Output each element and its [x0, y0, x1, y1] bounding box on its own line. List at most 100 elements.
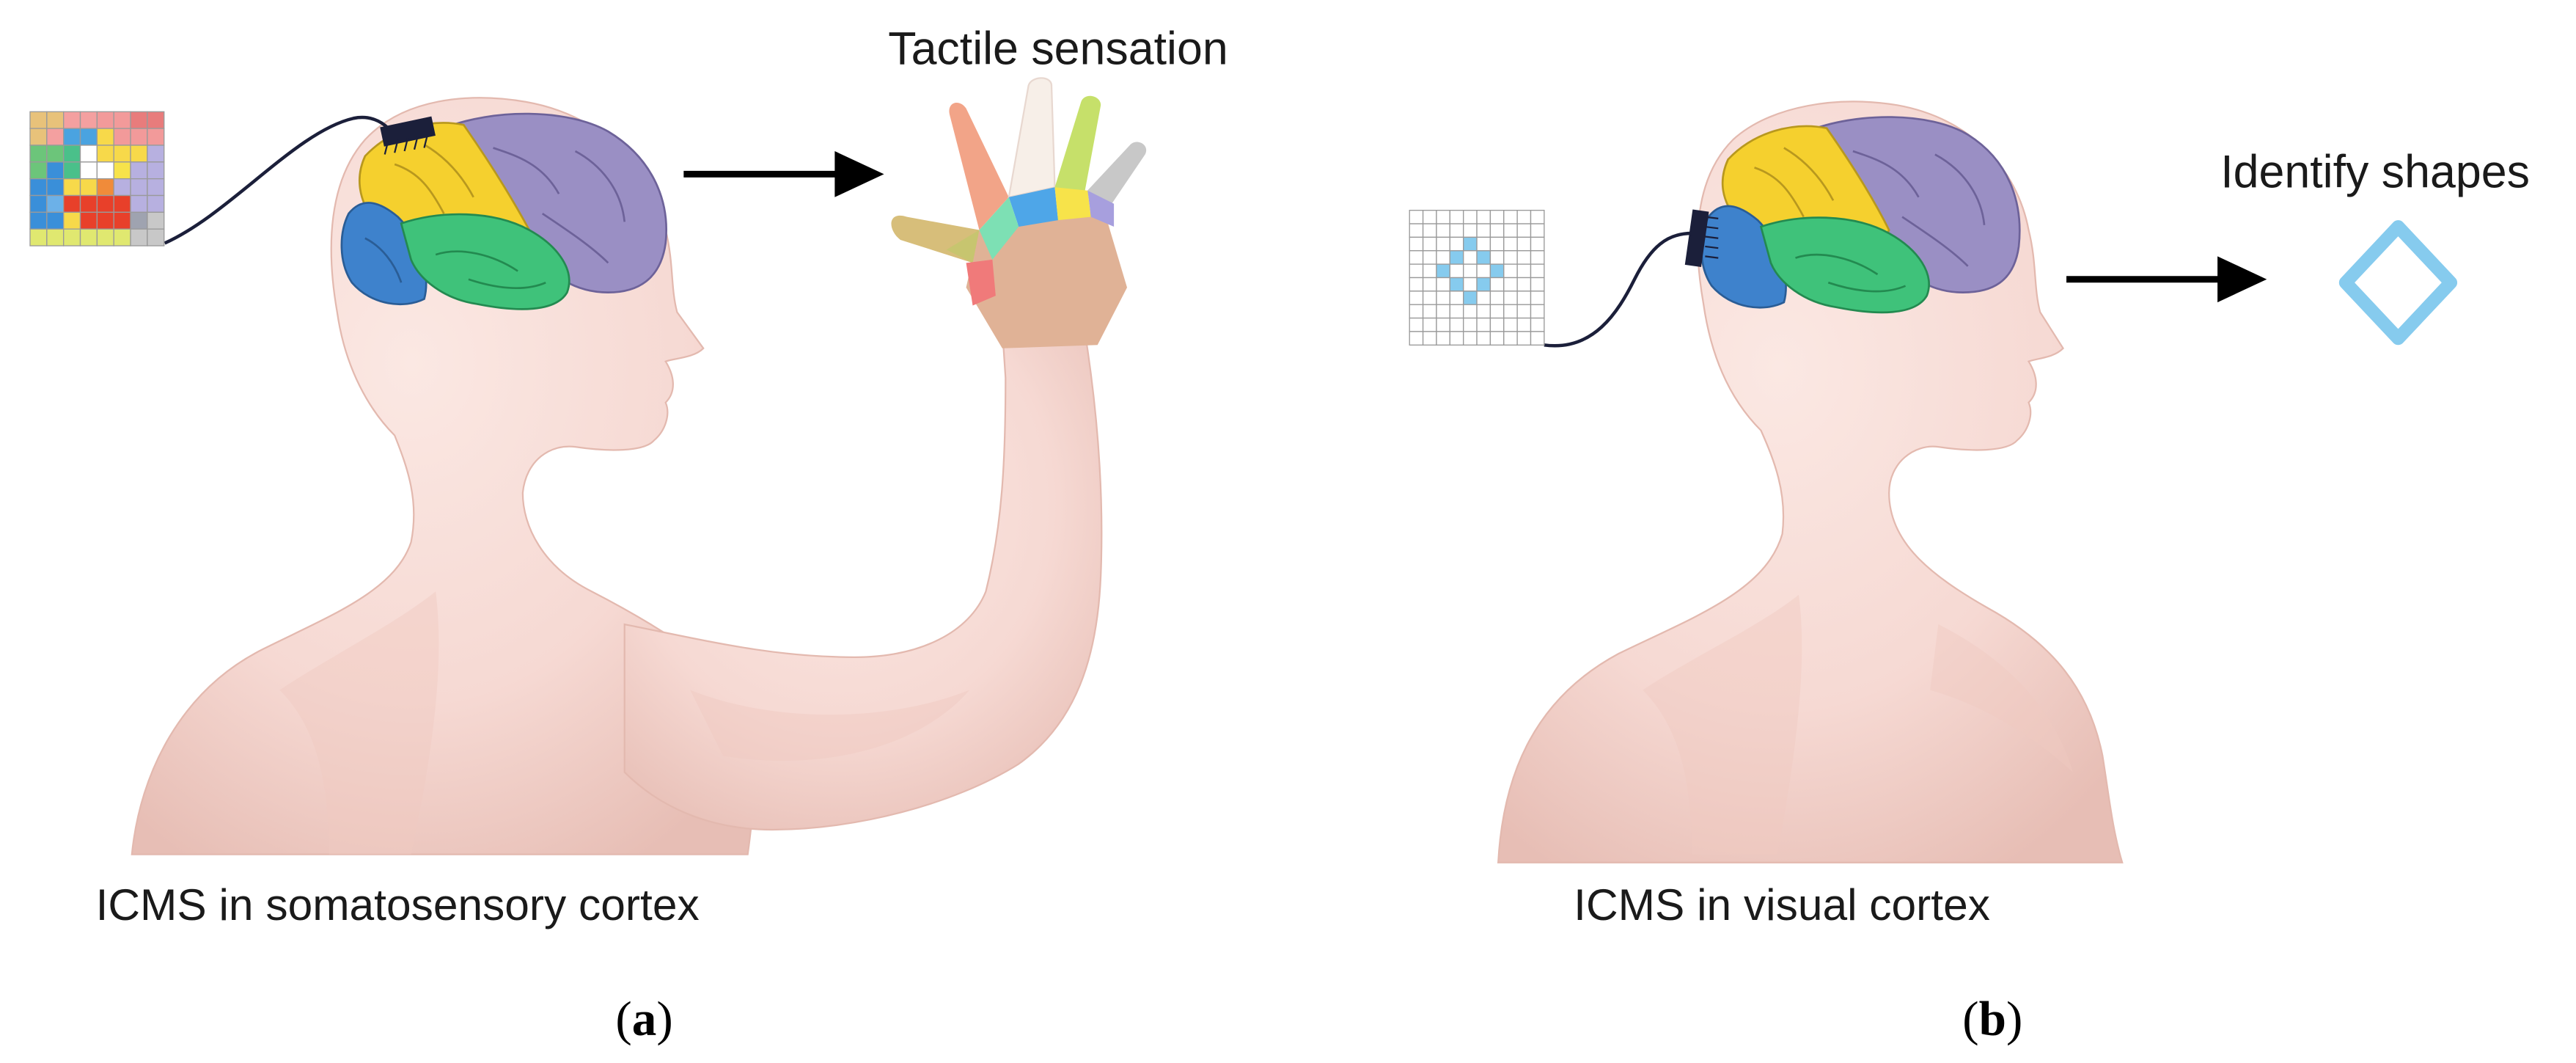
grid-cell: [1422, 250, 1437, 265]
grid-cell: [1449, 263, 1464, 279]
grid-cell-lit: [1463, 291, 1478, 305]
grid-cell: [1409, 263, 1424, 279]
grid-cell-lit: [1489, 263, 1505, 279]
grid-cell: [1503, 317, 1518, 332]
identify-shapes-label: Identify shapes: [2220, 146, 2530, 197]
grid-cell: [1489, 277, 1505, 292]
pattern-cell: [130, 111, 148, 129]
grid-cell: [1463, 209, 1478, 224]
brain-b: [1700, 116, 2021, 314]
grid-cell-lit: [1436, 263, 1450, 279]
pattern-cell: [79, 111, 98, 129]
pattern-cell: [147, 128, 165, 146]
grid-cell: [1422, 291, 1437, 305]
pattern-cell: [79, 194, 98, 213]
pattern-cell: [113, 161, 131, 180]
grid-cell: [1422, 304, 1437, 319]
diamond-shape-icon: [2338, 220, 2458, 346]
panel-a: Tactile sensation ICMS in somatosensory …: [29, 23, 1228, 1046]
pattern-cell: [63, 161, 81, 180]
grid-cell: [1476, 236, 1491, 252]
pattern-cell: [130, 178, 148, 197]
grid-cell: [1409, 209, 1424, 224]
pattern-cell: [79, 211, 98, 230]
grid-cell: [1409, 291, 1424, 305]
grid-cell: [1422, 317, 1437, 332]
pattern-cell: [79, 178, 98, 197]
grid-cell: [1489, 291, 1505, 305]
pattern-cell: [147, 211, 165, 230]
panel-b: Identify shapes ICMS in visual cortex (b…: [1409, 101, 2530, 1046]
pattern-cell: [96, 194, 114, 213]
pattern-cell: [96, 228, 114, 246]
grid-cell: [1503, 304, 1518, 319]
grid-cell: [1503, 223, 1518, 238]
grid-cell: [1436, 223, 1450, 238]
grid-cell: [1489, 331, 1505, 346]
grid-cell: [1449, 291, 1464, 305]
grid-cell: [1463, 331, 1478, 346]
grid-cell: [1476, 317, 1491, 332]
pattern-cell: [29, 145, 48, 163]
grid-cell-lit: [1476, 250, 1491, 265]
grid-cell: [1409, 236, 1424, 252]
pattern-cell: [130, 145, 148, 163]
pattern-cell: [46, 194, 65, 213]
pattern-cell: [46, 211, 65, 230]
grid-cell: [1530, 304, 1545, 319]
pattern-cell: [147, 161, 165, 180]
pattern-cell: [63, 145, 81, 163]
pattern-cell: [113, 111, 131, 129]
grid-cell: [1489, 209, 1505, 224]
grid-cell: [1503, 236, 1518, 252]
grid-cell: [1422, 331, 1437, 346]
grid-cell: [1516, 291, 1532, 305]
grid-cell: [1530, 331, 1545, 346]
pattern-cell: [79, 161, 98, 180]
pattern-cell: [29, 111, 48, 129]
pattern-cell: [79, 228, 98, 246]
grid-cell: [1463, 223, 1478, 238]
grid-cell: [1489, 317, 1505, 332]
pattern-cell: [46, 178, 65, 197]
grid-cell: [1476, 291, 1491, 305]
grid-cell: [1449, 304, 1464, 319]
pattern-cell: [29, 194, 48, 213]
grid-cell: [1476, 304, 1491, 319]
grid-cell: [1436, 209, 1450, 224]
pattern-cell: [79, 128, 98, 146]
grid-cell: [1489, 223, 1505, 238]
grid-cell-lit: [1463, 236, 1478, 252]
grid-cell: [1530, 209, 1545, 224]
grid-cell: [1449, 317, 1464, 332]
panel-letter-b: (b): [1962, 991, 2022, 1046]
grid-cell: [1516, 304, 1532, 319]
arrow-b: [2066, 256, 2267, 303]
pattern-cell: [96, 145, 114, 163]
pattern-cell: [29, 178, 48, 197]
pattern-cell: [147, 178, 165, 197]
pattern-cell: [96, 128, 114, 146]
visual-cortex-label: ICMS in visual cortex: [1574, 880, 1990, 929]
grid-cell: [1516, 317, 1532, 332]
pattern-cell: [29, 128, 48, 146]
grid-cell: [1422, 209, 1437, 224]
hand-sensation-map: [891, 77, 1147, 348]
grid-cell: [1436, 331, 1450, 346]
grid-cell: [1503, 291, 1518, 305]
pattern-cell: [147, 228, 165, 246]
grid-cell: [1463, 277, 1478, 292]
grid-cell: [1530, 277, 1545, 292]
pattern-cell: [46, 228, 65, 246]
grid-cell: [1516, 331, 1532, 346]
grid-cell: [1530, 291, 1545, 305]
stimulation-pattern-grid: [29, 111, 165, 246]
grid-cell: [1516, 250, 1532, 265]
grid-cell: [1463, 317, 1478, 332]
grid-cell: [1449, 236, 1464, 252]
pattern-cell: [130, 194, 148, 213]
grid-cell: [1530, 236, 1545, 252]
grid-cell: [1516, 263, 1532, 279]
pattern-cell: [46, 111, 65, 129]
grid-cell: [1516, 209, 1532, 224]
